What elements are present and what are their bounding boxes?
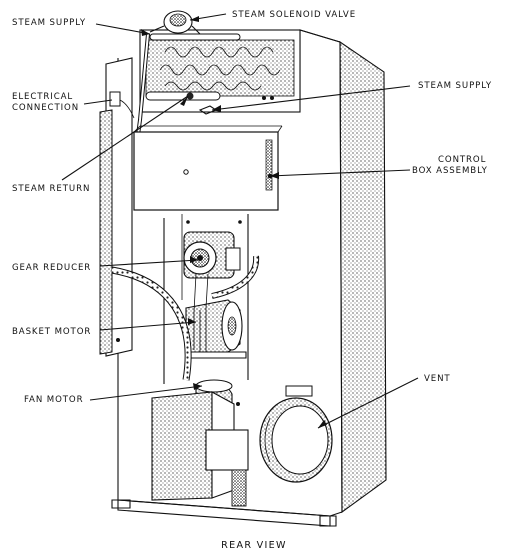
label-steam-return: STEAM RETURN xyxy=(12,184,90,194)
label-steam-solenoid-valve: STEAM SOLENOID VALVE xyxy=(232,10,356,20)
cabinet-side-panel xyxy=(339,40,387,514)
caption-rear-view: REAR VIEW xyxy=(221,540,287,551)
left-foot xyxy=(111,499,131,509)
label-control-box-2: BOX ASSEMBLY xyxy=(412,166,488,176)
steam-coil-assembly xyxy=(139,29,301,115)
label-gear-reducer: GEAR REDUCER xyxy=(12,263,91,273)
leader-lines xyxy=(61,13,419,429)
label-electrical-connection-2: CONNECTION xyxy=(12,103,79,113)
gear-reducer xyxy=(183,231,241,279)
dryer-cabinet xyxy=(111,29,387,527)
label-steam-supply-right: STEAM SUPPLY xyxy=(418,81,492,91)
right-foot xyxy=(319,515,337,527)
vent-duct xyxy=(259,385,333,483)
label-control-box-1: CONTROL xyxy=(438,155,486,165)
basket-motor xyxy=(185,273,247,359)
label-steam-supply-top: STEAM SUPPLY xyxy=(12,18,86,28)
label-basket-motor: BASKET MOTOR xyxy=(12,327,91,337)
electrical-conduit-column xyxy=(99,57,135,357)
fan-housing-box xyxy=(151,391,249,507)
label-electrical-connection-1: ELECTRICAL xyxy=(12,92,73,102)
leader-arrowheads xyxy=(141,16,327,428)
label-fan-motor: FAN MOTOR xyxy=(24,395,83,405)
steam-solenoid-valve xyxy=(149,10,201,35)
control-box-assembly xyxy=(133,125,283,211)
label-vent: VENT xyxy=(424,374,451,384)
